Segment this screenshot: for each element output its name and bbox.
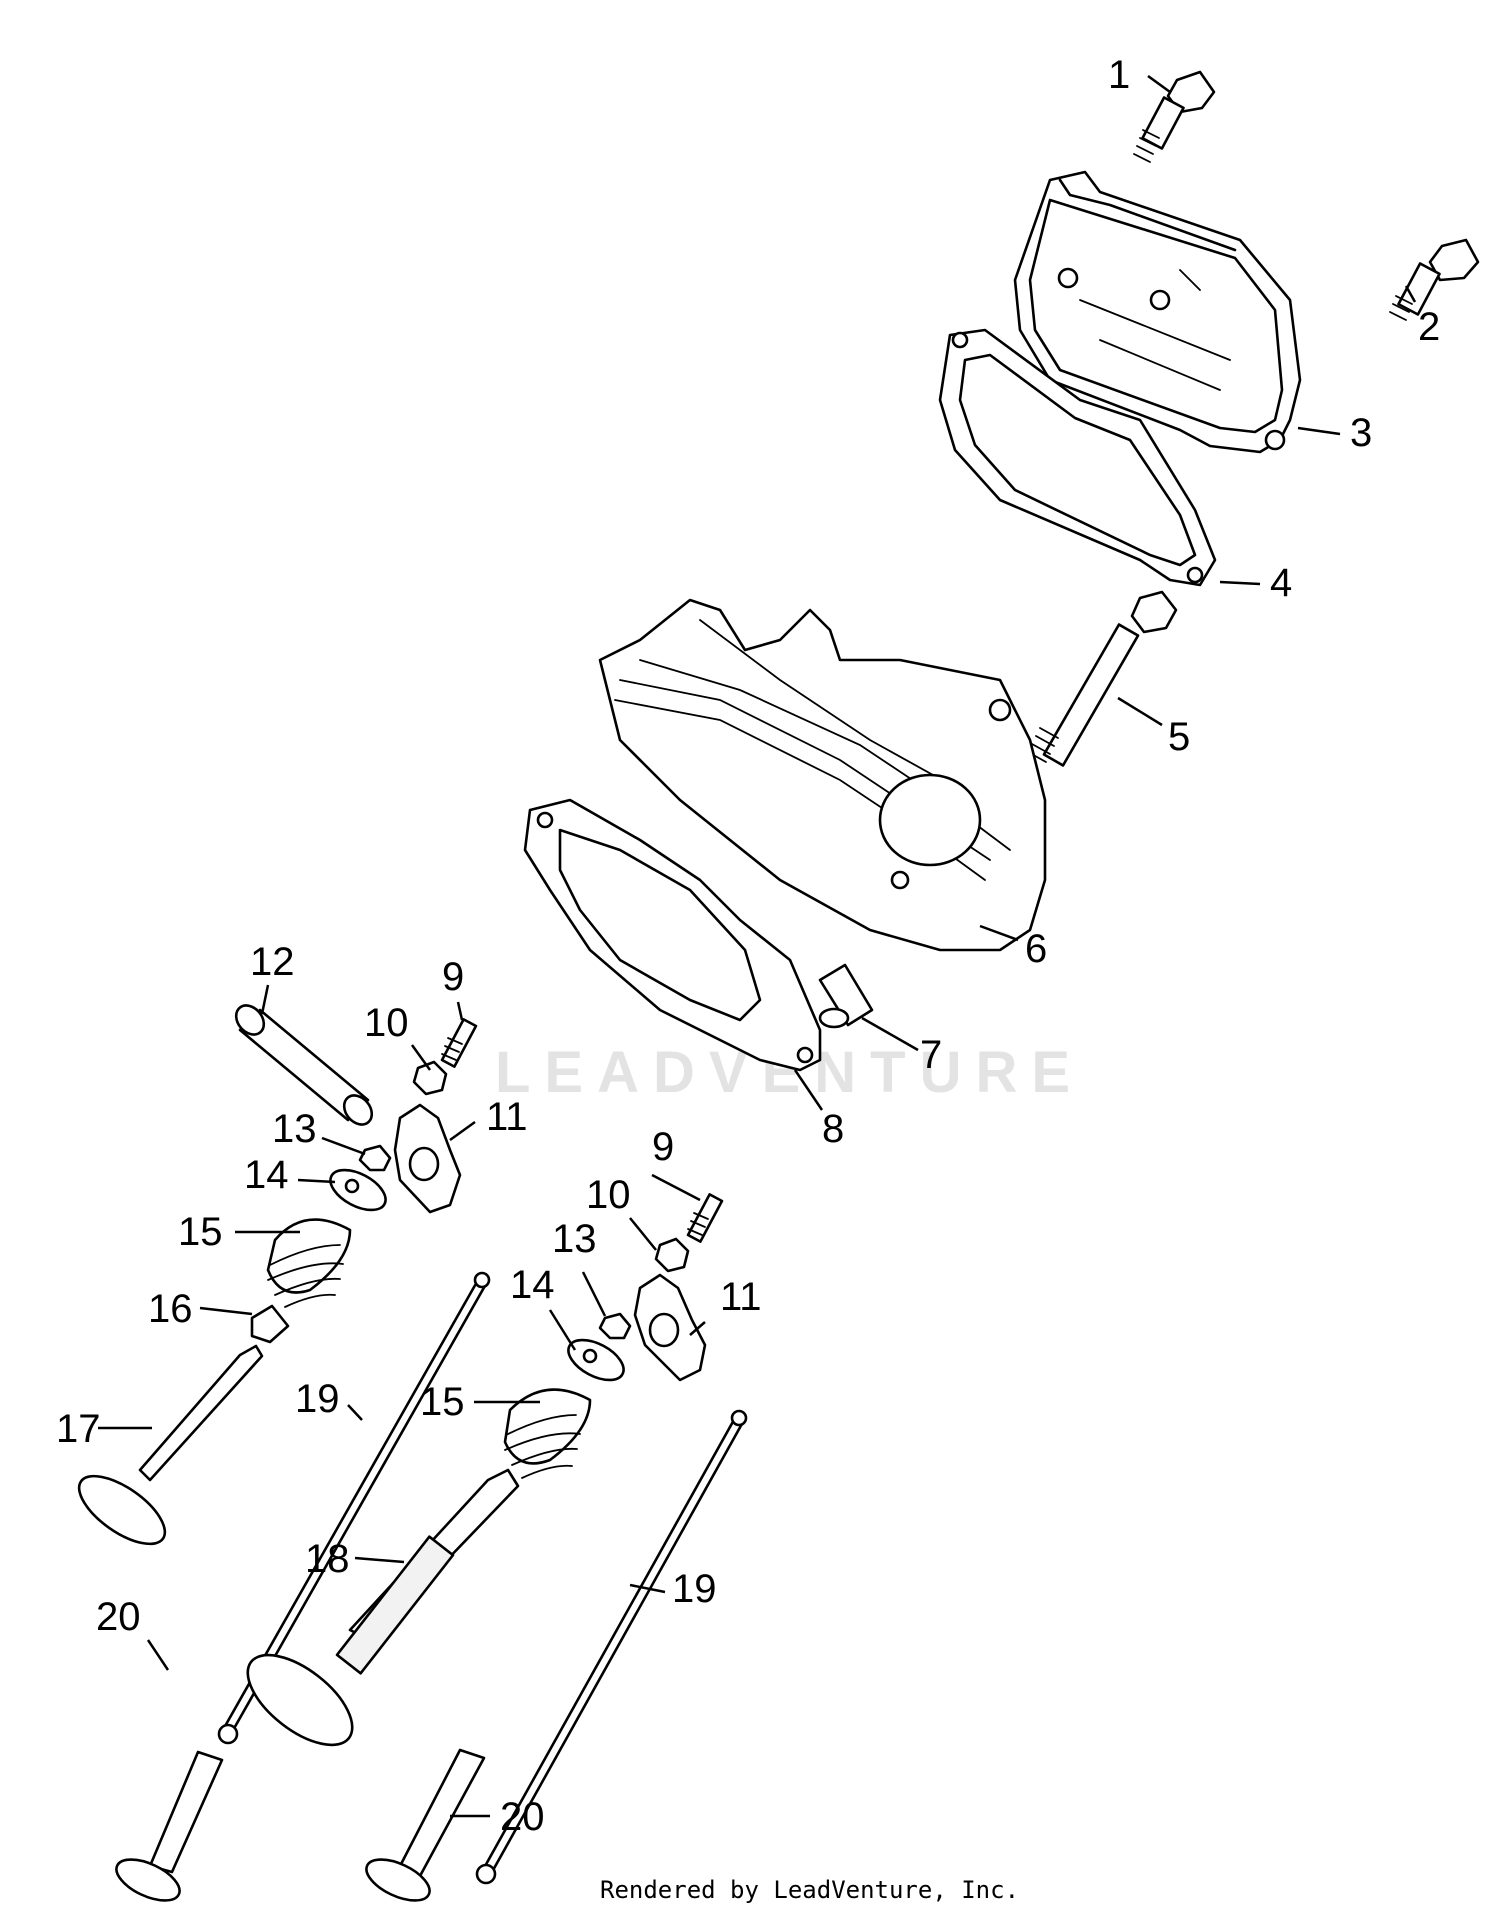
part-13-pivot-lower[interactable] [598,1312,632,1340]
callout-13-lower: 13 [552,1217,597,1261]
callout-6: 6 [1025,927,1047,971]
part-1-bolt[interactable] [1133,70,1216,163]
part-14-retainer-lower[interactable] [562,1332,630,1388]
callout-10-lower: 10 [586,1173,631,1217]
callout-20-left: 20 [96,1595,141,1639]
callout-1: 1 [1108,53,1130,97]
leader-lines [98,74,1417,1818]
callout-4: 4 [1270,561,1292,605]
callout-11-lower: 11 [720,1275,762,1319]
part-14-retainer-upper[interactable] [324,1162,392,1218]
part-9-adjusting-screw-lower[interactable] [686,1193,724,1243]
part-9-adjusting-screw-upper[interactable] [440,1018,478,1068]
part-5-head-bolt[interactable] [1027,590,1178,767]
callout-13-upper: 13 [272,1107,317,1151]
callout-17: 17 [56,1407,101,1451]
callout-16: 16 [148,1287,193,1331]
callout-8: 8 [822,1107,844,1151]
callout-2: 2 [1418,305,1440,349]
part-19-pushrod-left[interactable] [217,1271,491,1745]
part-4-cover-gasket[interactable] [938,328,1217,587]
callout-7: 7 [920,1033,942,1077]
callout-labels: 1 2 3 4 5 6 7 8 9 10 11 12 13 14 15 16 1… [56,53,1440,1839]
callout-20-right: 20 [500,1795,545,1839]
part-7-dowel[interactable] [818,963,874,1029]
part-12-rocker-shaft[interactable] [231,1000,378,1130]
callout-14-lower: 14 [510,1263,555,1307]
callout-9-lower: 9 [652,1125,674,1169]
callout-10-upper: 10 [364,1001,409,1045]
part-3-rocker-cover[interactable] [1013,170,1302,454]
callout-19-left: 19 [295,1377,340,1421]
callout-15-upper: 15 [178,1210,223,1254]
part-18-intake-valve[interactable] [233,1468,520,1762]
callout-15-lower: 15 [420,1380,465,1424]
part-10-locknut-lower[interactable] [654,1237,690,1273]
part-10-locknut-upper[interactable] [412,1060,448,1096]
part-16-valve-seal[interactable] [250,1304,290,1344]
part-15-valve-spring-lower[interactable] [503,1388,592,1479]
callout-3: 3 [1350,411,1372,455]
part-20-lifter-right[interactable] [360,1748,486,1909]
callout-18: 18 [305,1537,350,1581]
part-8-head-gasket[interactable] [523,798,822,1072]
callout-19-right: 19 [672,1567,717,1611]
part-20-lifter-left[interactable] [110,1750,224,1909]
credit-text: Rendered by LeadVenture, Inc. [600,1876,1019,1904]
callout-9-upper: 9 [442,955,464,999]
part-11-rocker-arm-upper[interactable] [393,1103,462,1214]
part-17-exhaust-valve[interactable] [68,1344,264,1557]
part-11-rocker-arm-lower[interactable] [633,1273,707,1382]
callout-14-upper: 14 [244,1153,289,1197]
part-13-pivot-upper[interactable] [358,1144,392,1172]
callout-12: 12 [250,940,295,984]
part-15-valve-spring-upper[interactable] [266,1218,352,1308]
part-6-cylinder-head[interactable] [598,598,1047,952]
callout-5: 5 [1168,715,1190,759]
callout-11-upper: 11 [486,1095,528,1139]
part-19-pushrod-right[interactable] [475,1409,748,1885]
part-2-bolt[interactable] [1389,238,1480,321]
